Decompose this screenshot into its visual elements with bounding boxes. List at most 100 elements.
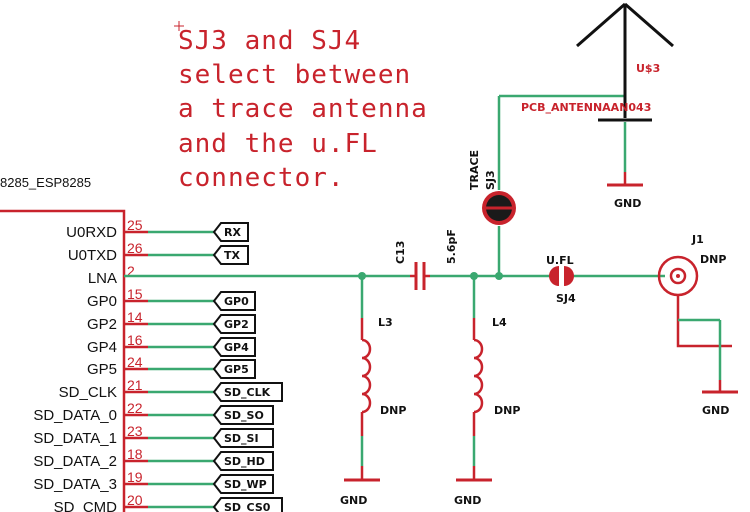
net-label: SD_CS0 <box>224 501 271 512</box>
jumper-sj4: U.FL SJ4 <box>546 254 576 305</box>
l4-value: DNP <box>494 404 520 417</box>
net-label-flag <box>212 497 283 512</box>
note-line-2: select between <box>178 60 411 90</box>
net-label: GP4 <box>224 341 249 354</box>
l4-name: L4 <box>492 316 507 329</box>
net-label: SD_WP <box>224 478 267 491</box>
sj4-name: SJ4 <box>556 292 576 305</box>
pin-number: 23 <box>127 423 143 439</box>
note-line-1: SJ3 and SJ4 <box>178 26 361 56</box>
pin-number: 24 <box>127 354 143 370</box>
pin-name: SD_CMD <box>54 499 118 512</box>
sj3-name: SJ3 <box>484 170 497 190</box>
sj4-label: U.FL <box>546 254 574 267</box>
antenna-arm <box>576 2 626 48</box>
gnd-label: GND <box>340 494 367 507</box>
net-label-flag <box>212 405 274 425</box>
net-label: SD_SI <box>224 432 259 445</box>
pin-name: SD_DATA_0 <box>33 407 117 424</box>
connector-j1: J1 DNP GND <box>657 233 738 417</box>
net-label-flag <box>212 314 256 334</box>
pin-name: SD_DATA_2 <box>33 453 117 470</box>
inductor-l4: L4 DNP GND <box>454 276 520 507</box>
pin-name: LNA <box>88 270 117 287</box>
j1-center <box>669 267 687 285</box>
gnd-label: GND <box>702 404 729 417</box>
j1-shield <box>676 295 732 348</box>
u3-name: U$3 <box>636 62 660 75</box>
pin-number: 18 <box>127 446 143 462</box>
pin-number: 19 <box>127 469 143 485</box>
pin-number: 16 <box>127 332 143 348</box>
pin-number: 15 <box>127 286 143 302</box>
pin-name: U0RXD <box>66 224 117 241</box>
sj4-pad-left <box>549 266 559 286</box>
net-label-flag <box>212 245 249 265</box>
l4-coil <box>473 338 484 414</box>
rf-net <box>124 272 665 280</box>
net-label-flag <box>212 382 283 402</box>
net-label-flag <box>212 337 256 357</box>
net-label: SD_SO <box>224 409 264 422</box>
net-label: GP2 <box>224 318 249 331</box>
note-line-5: connector. <box>178 163 345 193</box>
net-label: GP5 <box>224 363 249 376</box>
net-label-flag <box>212 428 274 448</box>
c13-name: C13 <box>394 241 407 264</box>
capacitor-c13: C13 5.6pF <box>394 229 458 290</box>
j1-value: DNP <box>700 253 726 266</box>
pin-name: SD_DATA_1 <box>33 430 117 447</box>
pin-number: 14 <box>127 309 143 325</box>
j1-pin <box>676 274 680 278</box>
pin-name: SD_CLK <box>59 384 117 401</box>
net-label-flag <box>212 291 256 311</box>
net-label: RX <box>224 226 241 239</box>
note-line-3: a trace antenna <box>178 94 428 124</box>
net-label: SD_HD <box>224 455 265 468</box>
pin-number: 2 <box>127 263 135 279</box>
l3-coil <box>361 338 372 414</box>
l3-name: L3 <box>378 316 393 329</box>
pin-row: LNA 2 <box>88 263 135 287</box>
c13-value: 5.6pF <box>445 229 458 264</box>
antenna-arm <box>624 2 674 48</box>
net-label-flag <box>212 474 274 494</box>
pin-number: 26 <box>127 240 143 256</box>
pin-name: GP2 <box>87 316 117 333</box>
pin-name: U0TXD <box>68 247 117 264</box>
net-label-flag <box>212 222 249 242</box>
sj4-pad-right <box>564 266 574 286</box>
note-line-4: and the u.FL <box>178 129 378 159</box>
l3-value: DNP <box>380 404 406 417</box>
pin-name: GP4 <box>87 339 117 356</box>
inductor-l3: L3 DNP GND <box>340 276 406 507</box>
pcb-antenna-u3: U$3 PCB_ANTENNAAN043 GND <box>499 2 674 210</box>
module-name: 8285_ESP8285 <box>0 175 91 190</box>
jumper-sj3: TRACE SJ3 <box>468 96 516 276</box>
u3-value: PCB_ANTENNAAN043 <box>521 101 651 114</box>
module-outline <box>0 209 126 512</box>
gnd-label: GND <box>454 494 481 507</box>
pin-number: 21 <box>127 377 143 393</box>
net-label: SD_CLK <box>224 386 271 399</box>
net-label: TX <box>224 249 241 262</box>
esp8285-module: 8285_ESP8285 <box>0 175 126 512</box>
annotation-note: SJ3 and SJ4 select between a trace anten… <box>174 21 428 193</box>
pin-name: GP0 <box>87 293 117 310</box>
pin-name: GP5 <box>87 361 117 378</box>
pin-number: 22 <box>127 400 143 416</box>
